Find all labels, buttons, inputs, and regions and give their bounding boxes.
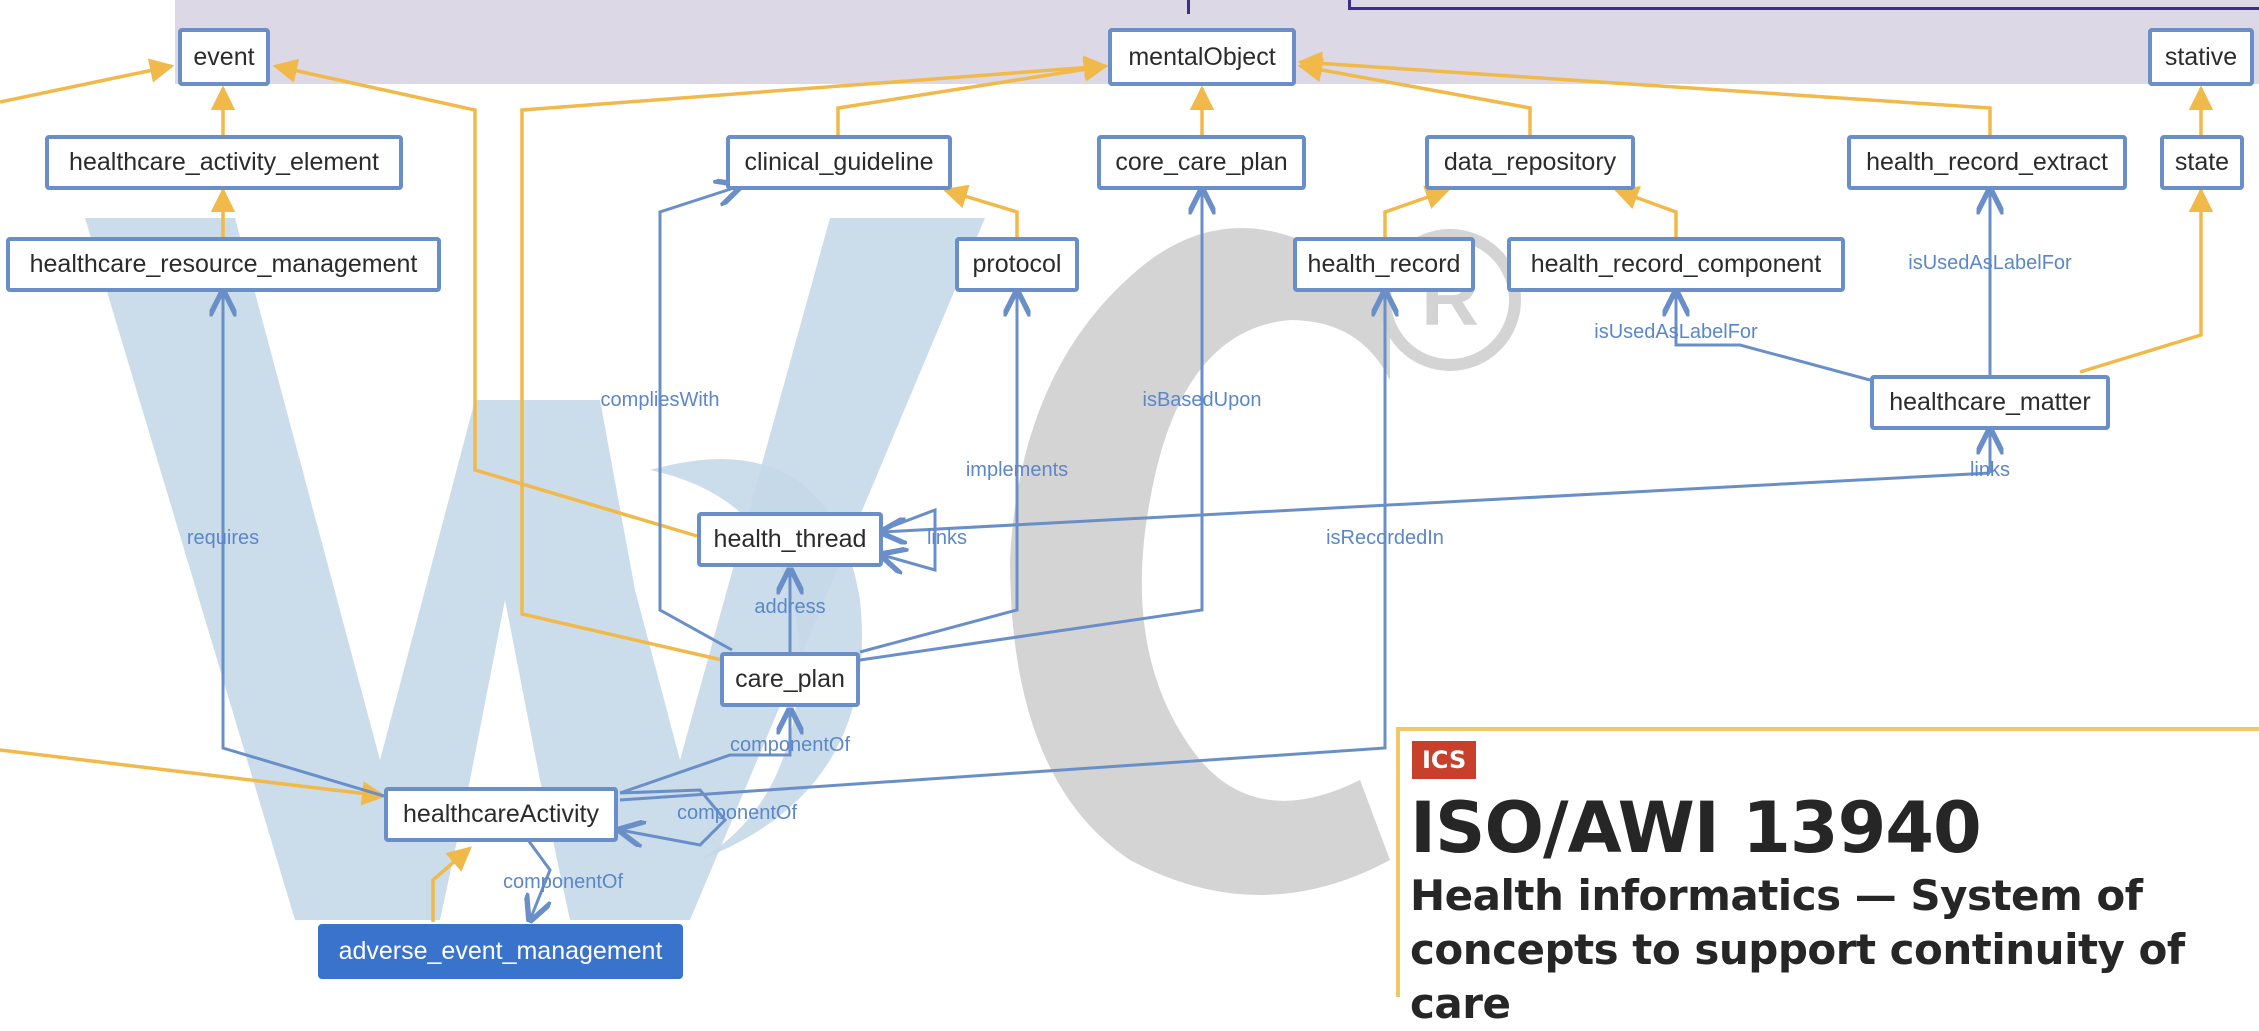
edge-label-isBasedUpon: isBasedUpon	[1142, 389, 1262, 411]
edge-isRecordedIn	[619, 292, 1385, 802]
edge-label-componentOf: componentOf	[729, 734, 851, 756]
edge-label-compliesWith: compliesWith	[600, 389, 720, 411]
edge-links	[882, 471, 1991, 532]
edge-subclass	[520, 55, 1109, 662]
edge-componentOf	[619, 710, 790, 795]
node-protocol[interactable]: protocol	[955, 237, 1079, 292]
edge-isBasedUpon	[859, 190, 1202, 662]
node-care-plan[interactable]: care_plan	[720, 652, 860, 707]
node-clinical-guideline[interactable]: clinical_guideline	[726, 135, 952, 190]
edge-subclass	[1297, 51, 1992, 135]
node-state[interactable]: state	[2160, 135, 2244, 190]
edge-subclass	[2079, 187, 2214, 374]
edge-label-componentOf: componentOf	[502, 871, 624, 893]
edge-subclass	[431, 846, 472, 922]
edge-label-componentOf: componentOf	[676, 802, 798, 824]
edge-label-address: address	[754, 596, 826, 618]
edge-subclass	[1383, 185, 1451, 237]
graph-edges	[0, 51, 2214, 980]
edge-implements	[859, 292, 1017, 654]
node-data-repository[interactable]: data_repository	[1425, 135, 1635, 190]
edge-label-requires: requires	[186, 527, 260, 549]
edge-label-links: links	[1969, 459, 2011, 481]
edge-subclass	[1613, 186, 1678, 237]
edge-links-self	[882, 507, 937, 570]
standard-title: ISO/AWI 13940	[1410, 787, 1982, 869]
standard-info-panel: ICS ISO/AWI 13940 Health informatics — S…	[1396, 727, 2259, 1028]
edge-componentOf	[528, 839, 552, 920]
edge-label-isUsedAsLabelFor: isUsedAsLabelFor	[1594, 321, 1758, 343]
node-healthcareActivity[interactable]: healthcareActivity	[384, 787, 618, 842]
node-stative[interactable]: stative	[2148, 28, 2254, 86]
node-health-record[interactable]: health_record	[1293, 237, 1475, 292]
node-event[interactable]: event	[178, 28, 270, 86]
node-health-thread[interactable]: health_thread	[697, 512, 883, 567]
node-healthcare-matter[interactable]: healthcare_matter	[1870, 375, 2110, 430]
frame-box	[1348, 0, 2259, 10]
edge-requires	[223, 292, 385, 798]
edge-compliesWith	[658, 186, 740, 652]
node-mentalObject[interactable]: mentalObject	[1108, 28, 1296, 86]
edge-label-implements: implements	[965, 459, 1069, 481]
node-adverse-event-management[interactable]: adverse_event_management	[318, 924, 683, 979]
node-core-care-plan[interactable]: core_care_plan	[1097, 135, 1306, 190]
node-health-record-component[interactable]: health_record_component	[1507, 237, 1845, 292]
edge-subclass	[0, 748, 387, 806]
edge-subclass	[272, 58, 698, 538]
frame-line	[1187, 0, 1190, 14]
edge-isUsedAsLabelFor	[1676, 292, 1871, 382]
edge-subclass	[0, 58, 175, 104]
ics-badge: ICS	[1412, 741, 1477, 779]
node-health-record-extract[interactable]: health_record_extract	[1847, 135, 2127, 190]
edge-label-links: links	[926, 527, 968, 549]
edge-subclass	[1297, 57, 1532, 135]
edge-componentOf	[620, 788, 728, 845]
edge-label-isUsedAsLabelFor: isUsedAsLabelFor	[1908, 252, 2072, 274]
edge-subclass	[942, 184, 1019, 237]
edge-label-isRecordedIn: isRecordedIn	[1326, 527, 1444, 549]
standard-subtitle: Health informatics — System of concepts …	[1410, 871, 2185, 1028]
node-healthcare-resource-management[interactable]: healthcare_resource_management	[6, 237, 441, 292]
node-healthcare-activity-element[interactable]: healthcare_activity_element	[45, 135, 403, 190]
edge-subclass	[836, 57, 1109, 135]
